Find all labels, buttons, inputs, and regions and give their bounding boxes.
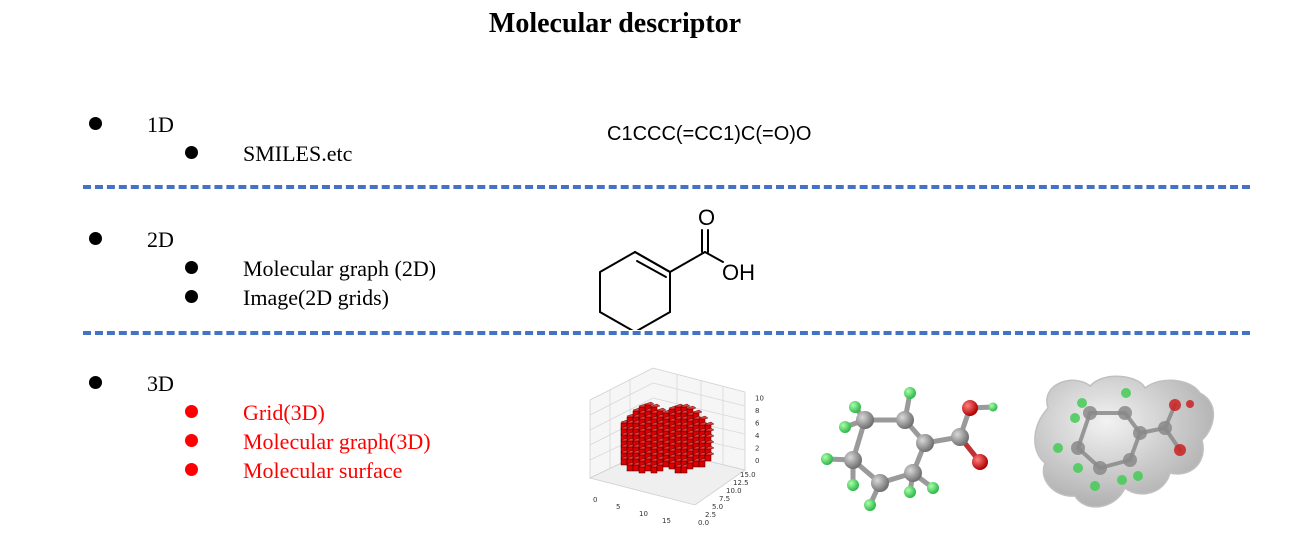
voxel-cube [644,464,652,472]
cyclohexene-ring [599,250,671,330]
y-tick-label: 12.5 [733,479,749,487]
section-2d-label: 2D [147,227,174,252]
voxel-cube [692,460,700,468]
carbon-atom [896,411,914,429]
section-2d-item-image: Image(2D grids) [243,285,390,310]
double-bond-inner [636,260,667,278]
bond-ring-carboxyl [669,251,706,273]
section-3d-label: 3D [147,371,174,396]
bullet-icon [89,232,102,245]
carbon-atom [844,451,862,469]
z-tick-label: 10 [755,395,764,403]
voxel-cube [650,466,658,474]
y-tick-label: 10.0 [726,487,742,495]
z-tick-label: 2 [755,445,759,453]
section-1d-item-smiles: SMILES.etc [243,141,353,166]
structural-formula-2d: O OH [599,205,755,330]
bullet-icon [185,463,198,476]
voxel-cube [704,454,712,462]
hydrogen-atom [904,387,916,399]
section-divider [83,185,1250,189]
bullet-icon [185,434,198,447]
section-divider [83,331,1250,335]
carbon-atom [871,474,889,492]
x-tick-label: 10 [639,510,648,518]
x-tick-label: 15 [662,517,671,525]
y-tick-label: 7.5 [719,495,730,503]
carbon-atom [904,464,922,482]
smiles-string: C1CCC(=CC1)C(=O)O [607,123,812,145]
z-tick-label: 4 [755,432,760,440]
section-3d-item-surface: Molecular surface [243,458,403,483]
bond-hydroxyl [704,251,724,263]
voxel-cube [686,462,694,470]
carbon-atom [916,434,934,452]
voxel-cube [698,460,706,468]
section-2d-item-graph: Molecular graph (2D) [243,256,437,281]
bullet-icon [185,261,198,274]
x-tick-label: 0 [593,496,597,504]
ball-and-stick-molecule [821,387,998,511]
hydroxyl-label: OH [722,260,755,285]
voxel-grid-plot: 0 2 4 6 8 10 0 5 10 15 0.02.55.07.510.012.515.0 [588,367,764,527]
bullet-icon [89,117,102,130]
hydrogen-atom [849,401,861,413]
y-tick-label: 2.5 [705,511,716,519]
hydrogen-atom [864,499,876,511]
hydrogen-atom [927,482,939,494]
z-tick-label: 6 [755,420,760,428]
voxel-cube [620,458,628,466]
voxel-cube [632,464,640,472]
hydrogen-atom [847,479,859,491]
page-title: Molecular descriptor [488,8,742,39]
x-tick-label: 5 [616,503,620,511]
voxel-cube [656,464,664,472]
bullet-icon [185,290,198,303]
oxygen-atom [962,400,978,416]
molecular-surface [1034,375,1215,508]
hydrogen-atom [839,421,851,433]
hydrogen-atom [904,486,916,498]
voxel-blob [620,401,715,474]
y-tick-label: 15.0 [740,471,756,479]
hydrogen-atom [988,402,998,412]
voxel-cube [668,462,676,470]
y-tick-label: 0.0 [698,519,709,527]
carbon-atom [951,428,969,446]
section-1d-label: 1D [147,112,174,137]
voxel-cube [674,466,682,474]
voxel-cube [638,466,646,474]
oxygen-label: O [698,205,715,230]
voxel-cube [626,464,634,472]
oxygen-atom [972,454,988,470]
bullet-icon [89,376,102,389]
carbon-atom [856,411,874,429]
z-tick-label: 0 [755,457,759,465]
section-3d-item-grid: Grid(3D) [243,400,325,425]
voxel-cube [680,466,688,474]
y-tick-label: 5.0 [712,503,723,511]
bullet-icon [185,405,198,418]
voxel-cube [662,460,670,468]
bullet-icon [185,146,198,159]
z-tick-label: 8 [755,407,759,415]
section-3d-item-graph: Molecular graph(3D) [243,429,431,454]
hydrogen-atom [821,453,833,465]
